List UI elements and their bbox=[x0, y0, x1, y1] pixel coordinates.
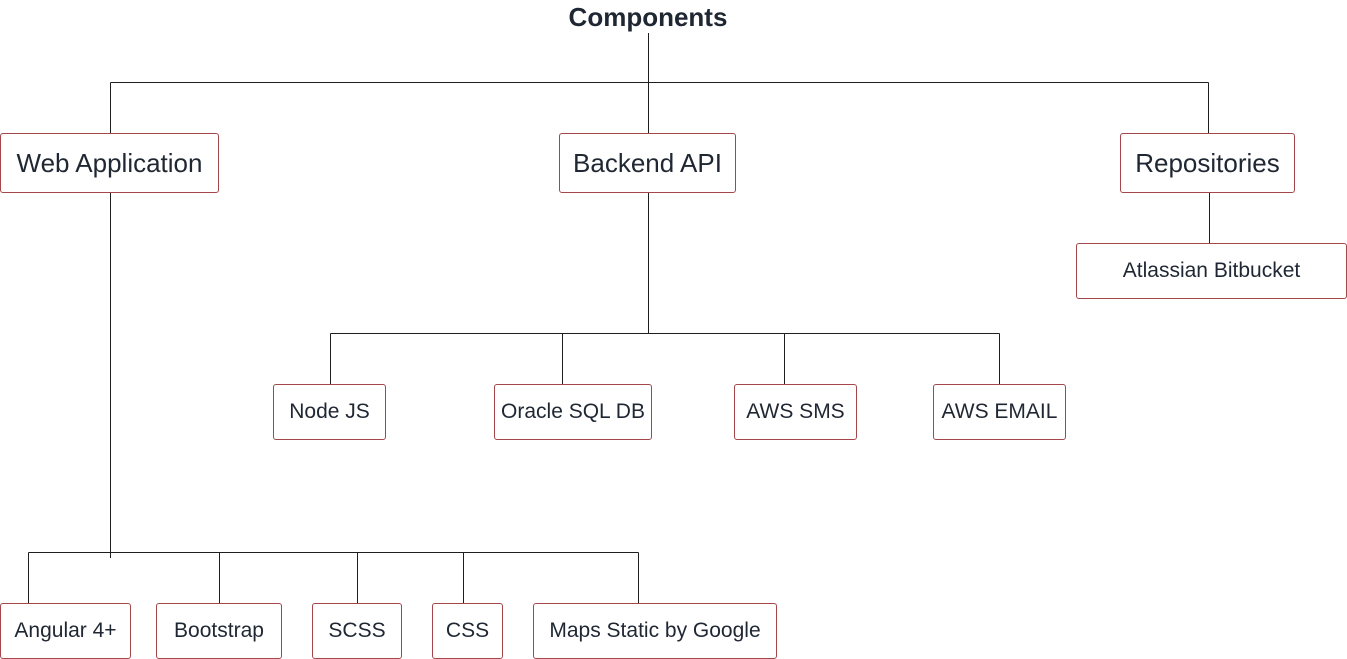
node-backend-api: Backend API bbox=[559, 133, 736, 193]
node-oracle-sql-db: Oracle SQL DB bbox=[494, 384, 652, 440]
node-scss: SCSS bbox=[312, 603, 402, 659]
node-node-js: Node JS bbox=[273, 384, 386, 440]
node-bootstrap: Bootstrap bbox=[156, 603, 282, 659]
node-web-application: Web Application bbox=[0, 133, 219, 193]
node-aws-sms: AWS SMS bbox=[734, 384, 857, 440]
node-aws-email: AWS EMAIL bbox=[933, 384, 1066, 440]
node-css: CSS bbox=[432, 603, 503, 659]
node-maps-static-by-google: Maps Static by Google bbox=[533, 603, 777, 659]
diagram-title: Components bbox=[568, 2, 728, 32]
node-angular: Angular 4+ bbox=[0, 603, 131, 659]
node-repositories: Repositories bbox=[1120, 133, 1295, 193]
node-atlassian-bitbucket: Atlassian Bitbucket bbox=[1076, 243, 1347, 299]
